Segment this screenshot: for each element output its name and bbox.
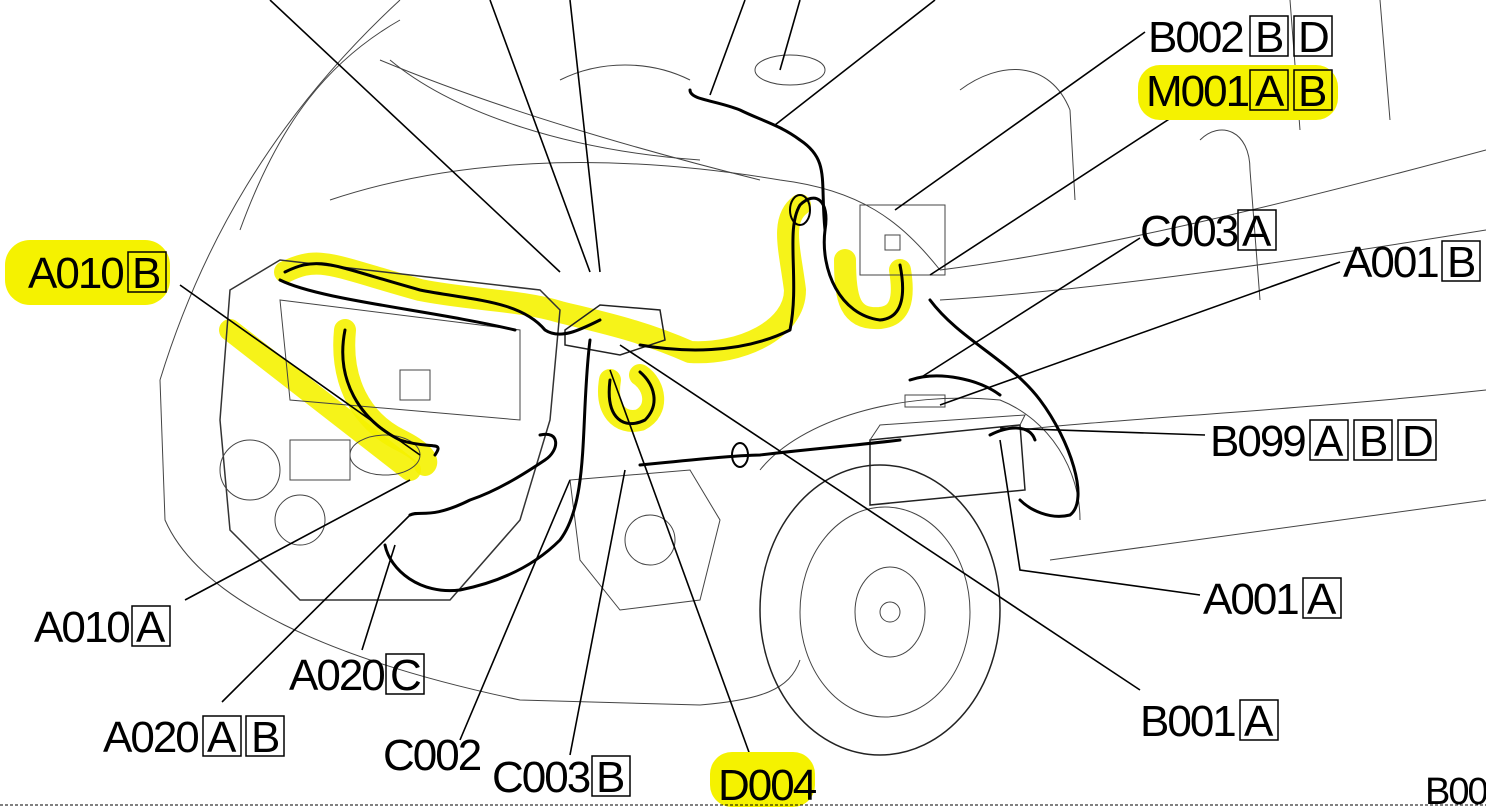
label-a010-a[interactable]: A010 A	[34, 603, 171, 652]
component-code: B099	[1210, 417, 1305, 466]
component-code: D004	[718, 761, 817, 809]
battery	[869, 414, 1026, 506]
component-code: B002	[1148, 13, 1243, 62]
pin-label: B	[1255, 13, 1283, 62]
label-c002[interactable]: C002	[383, 731, 483, 780]
pin-label: B	[251, 713, 279, 762]
pin-label: A	[1255, 67, 1285, 116]
label-b002[interactable]: B002 B D	[1148, 13, 1333, 62]
label-a020-c[interactable]: A020 C	[289, 651, 425, 700]
component-code: A001	[1203, 575, 1298, 624]
pin-label: A	[1314, 417, 1344, 466]
figure-id: B002	[1425, 771, 1486, 809]
highlighted-harness	[219, 194, 913, 481]
label-c003-a[interactable]: C003 A	[1140, 207, 1277, 256]
pin-label: B	[1447, 238, 1475, 287]
pin-label: C	[390, 651, 421, 700]
pin-label: A	[136, 603, 166, 652]
label-a010-b[interactable]: A010 B	[28, 249, 167, 298]
label-a001-b[interactable]: A001 B	[1343, 238, 1481, 287]
label-highlight-d004	[710, 752, 815, 807]
component-code: C002	[383, 731, 481, 780]
component-code: A020	[103, 713, 198, 762]
pin-label: B	[1298, 67, 1326, 116]
label-b001-a[interactable]: B001 A	[1140, 697, 1279, 746]
component-code: M001	[1146, 67, 1249, 116]
pin-label: A	[1242, 207, 1272, 256]
component-code: A010	[28, 249, 123, 298]
component-code: A001	[1343, 238, 1438, 287]
label-m001[interactable]: M001 A B	[1146, 67, 1333, 116]
leader-lines	[179, 0, 1341, 756]
component-code: A020	[289, 651, 384, 700]
pin-label: B	[1359, 417, 1387, 466]
pin-label: A	[1244, 697, 1274, 746]
pin-label: A	[1307, 575, 1337, 624]
pin-label: B	[596, 753, 624, 802]
component-code: C003	[492, 753, 590, 802]
component-code: A010	[34, 603, 129, 652]
label-b099[interactable]: B099 A B D	[1210, 417, 1437, 466]
label-a001-a[interactable]: A001 A	[1203, 575, 1342, 624]
engine	[219, 259, 721, 611]
pin-label: A	[207, 713, 237, 762]
component-code: B001	[1140, 697, 1235, 746]
component-code: C003	[1140, 207, 1238, 256]
pin-label: D	[1298, 13, 1328, 62]
pin-label: D	[1402, 417, 1432, 466]
front-wheel	[759, 464, 1001, 756]
label-c003-b[interactable]: C003 B	[492, 753, 631, 802]
label-a020-ab[interactable]: A020 A B	[103, 713, 285, 762]
pin-label: B	[132, 249, 160, 298]
label-d004[interactable]: D004	[718, 761, 819, 809]
